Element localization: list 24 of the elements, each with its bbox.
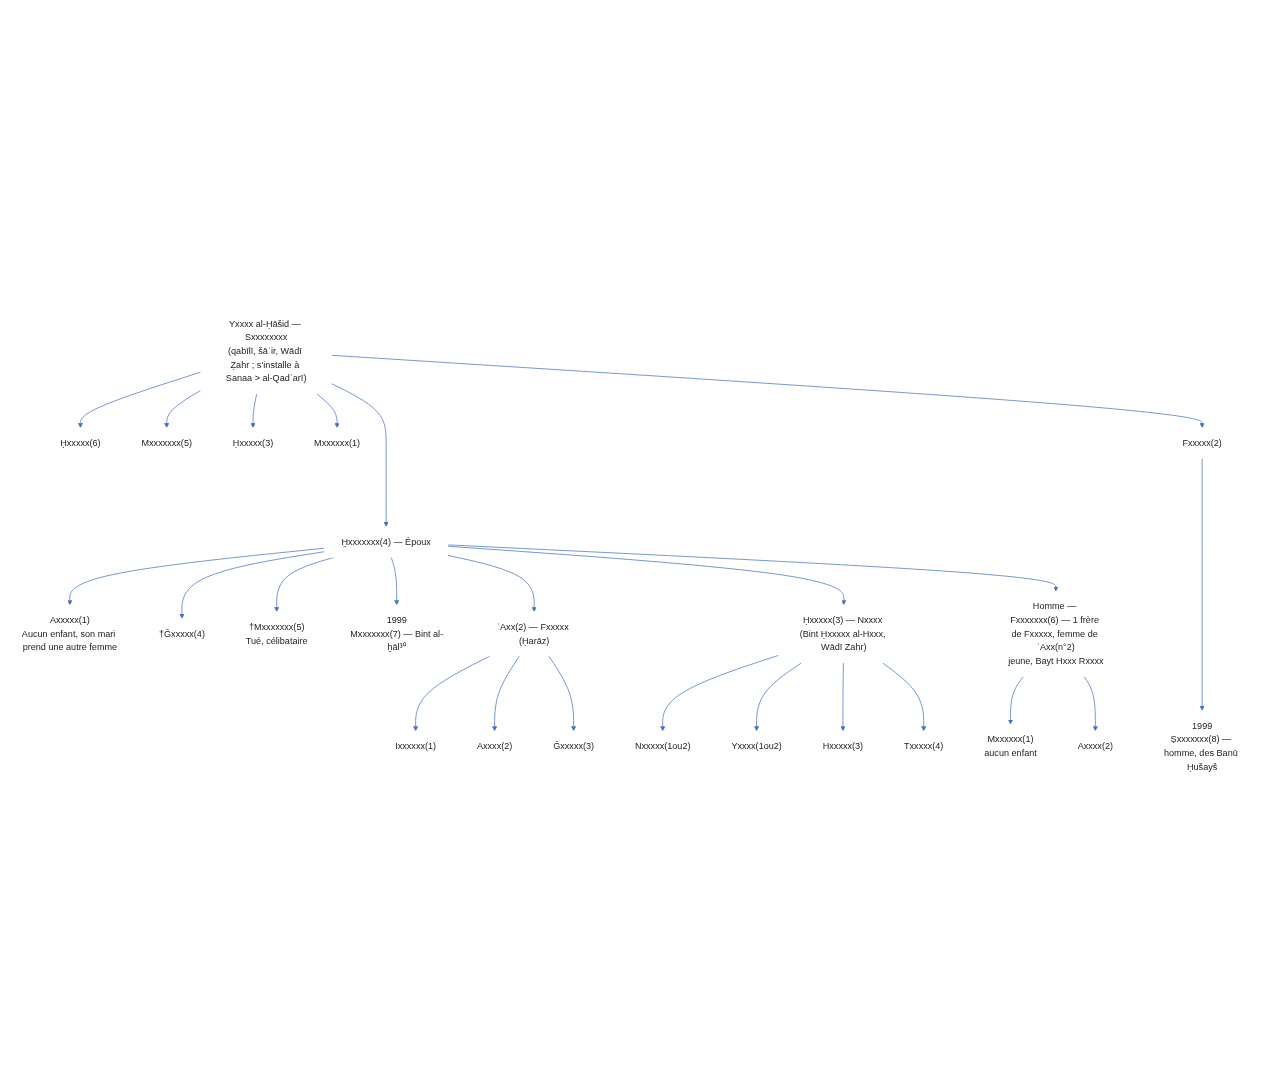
node-text: Axxxx(2) [476,741,513,752]
node-text: Mxxxxxx(1) [314,438,361,448]
node-text: Mxxxxxxx(5) [141,438,192,448]
node-text: Ḥxxxxx(3) — Nxxxx (Bint Ḥxxxxx al-Hxxx, Wādī Zahr) [799,615,886,653]
node-text: Hxxxxx(3) [822,741,864,752]
node-text: Nxxxxx(1ou2) [634,741,691,752]
node-text: Fxxxxx(2) [1182,438,1222,448]
node-text: Yxxxx al-Ḥāšid — Sxxxxxxxx (qabīlī, šāʿir, Wādī Ẓahr ; s’installe à Sanaa > al-Qadʿarī) [225,318,307,384]
node-text: 1999 Ṣxxxxxxx(8) — homme, des Banū Ḥušayš [1164,720,1238,772]
node-text: Ǧxxxxx(3) [553,741,595,752]
node-text: Ixxxxxx(1) [395,741,437,752]
node-text: †Ǧxxxxx(4) [159,628,205,639]
node-text: Ḥxxxxx(3) [232,438,274,448]
node-text: Mxxxxxx(1) aucun enfant [984,734,1037,758]
node-text: ʿAxx(2) — Fxxxxx (Ḥarāz) [497,622,569,646]
node-text: Ḫxxxxxxx(4) — Époux [341,536,431,547]
node-text: Ḥxxxxx(6) [60,438,101,448]
node-text: Axxxx(2) [1077,741,1113,752]
node-text: Txxxxx(4) [904,741,944,752]
node-text: †Mxxxxxxx(5) Tué, célibataire [245,622,308,646]
node-text: Yxxxx(1ou2) [731,741,782,752]
node-text: Axxxxx(1) Aucun enfant, son mari prend une autre femme [21,615,118,653]
node-text: 1999 Mxxxxxxx(7) — Bint al-ḫāl³⁰ [350,615,444,653]
node-text: Homme — Fxxxxxxx(6) — 1 frère de Fxxxxx, femme de ʿAxx(n°2) jeune, Bayt Hxxx Rxxxx [1008,601,1104,666]
